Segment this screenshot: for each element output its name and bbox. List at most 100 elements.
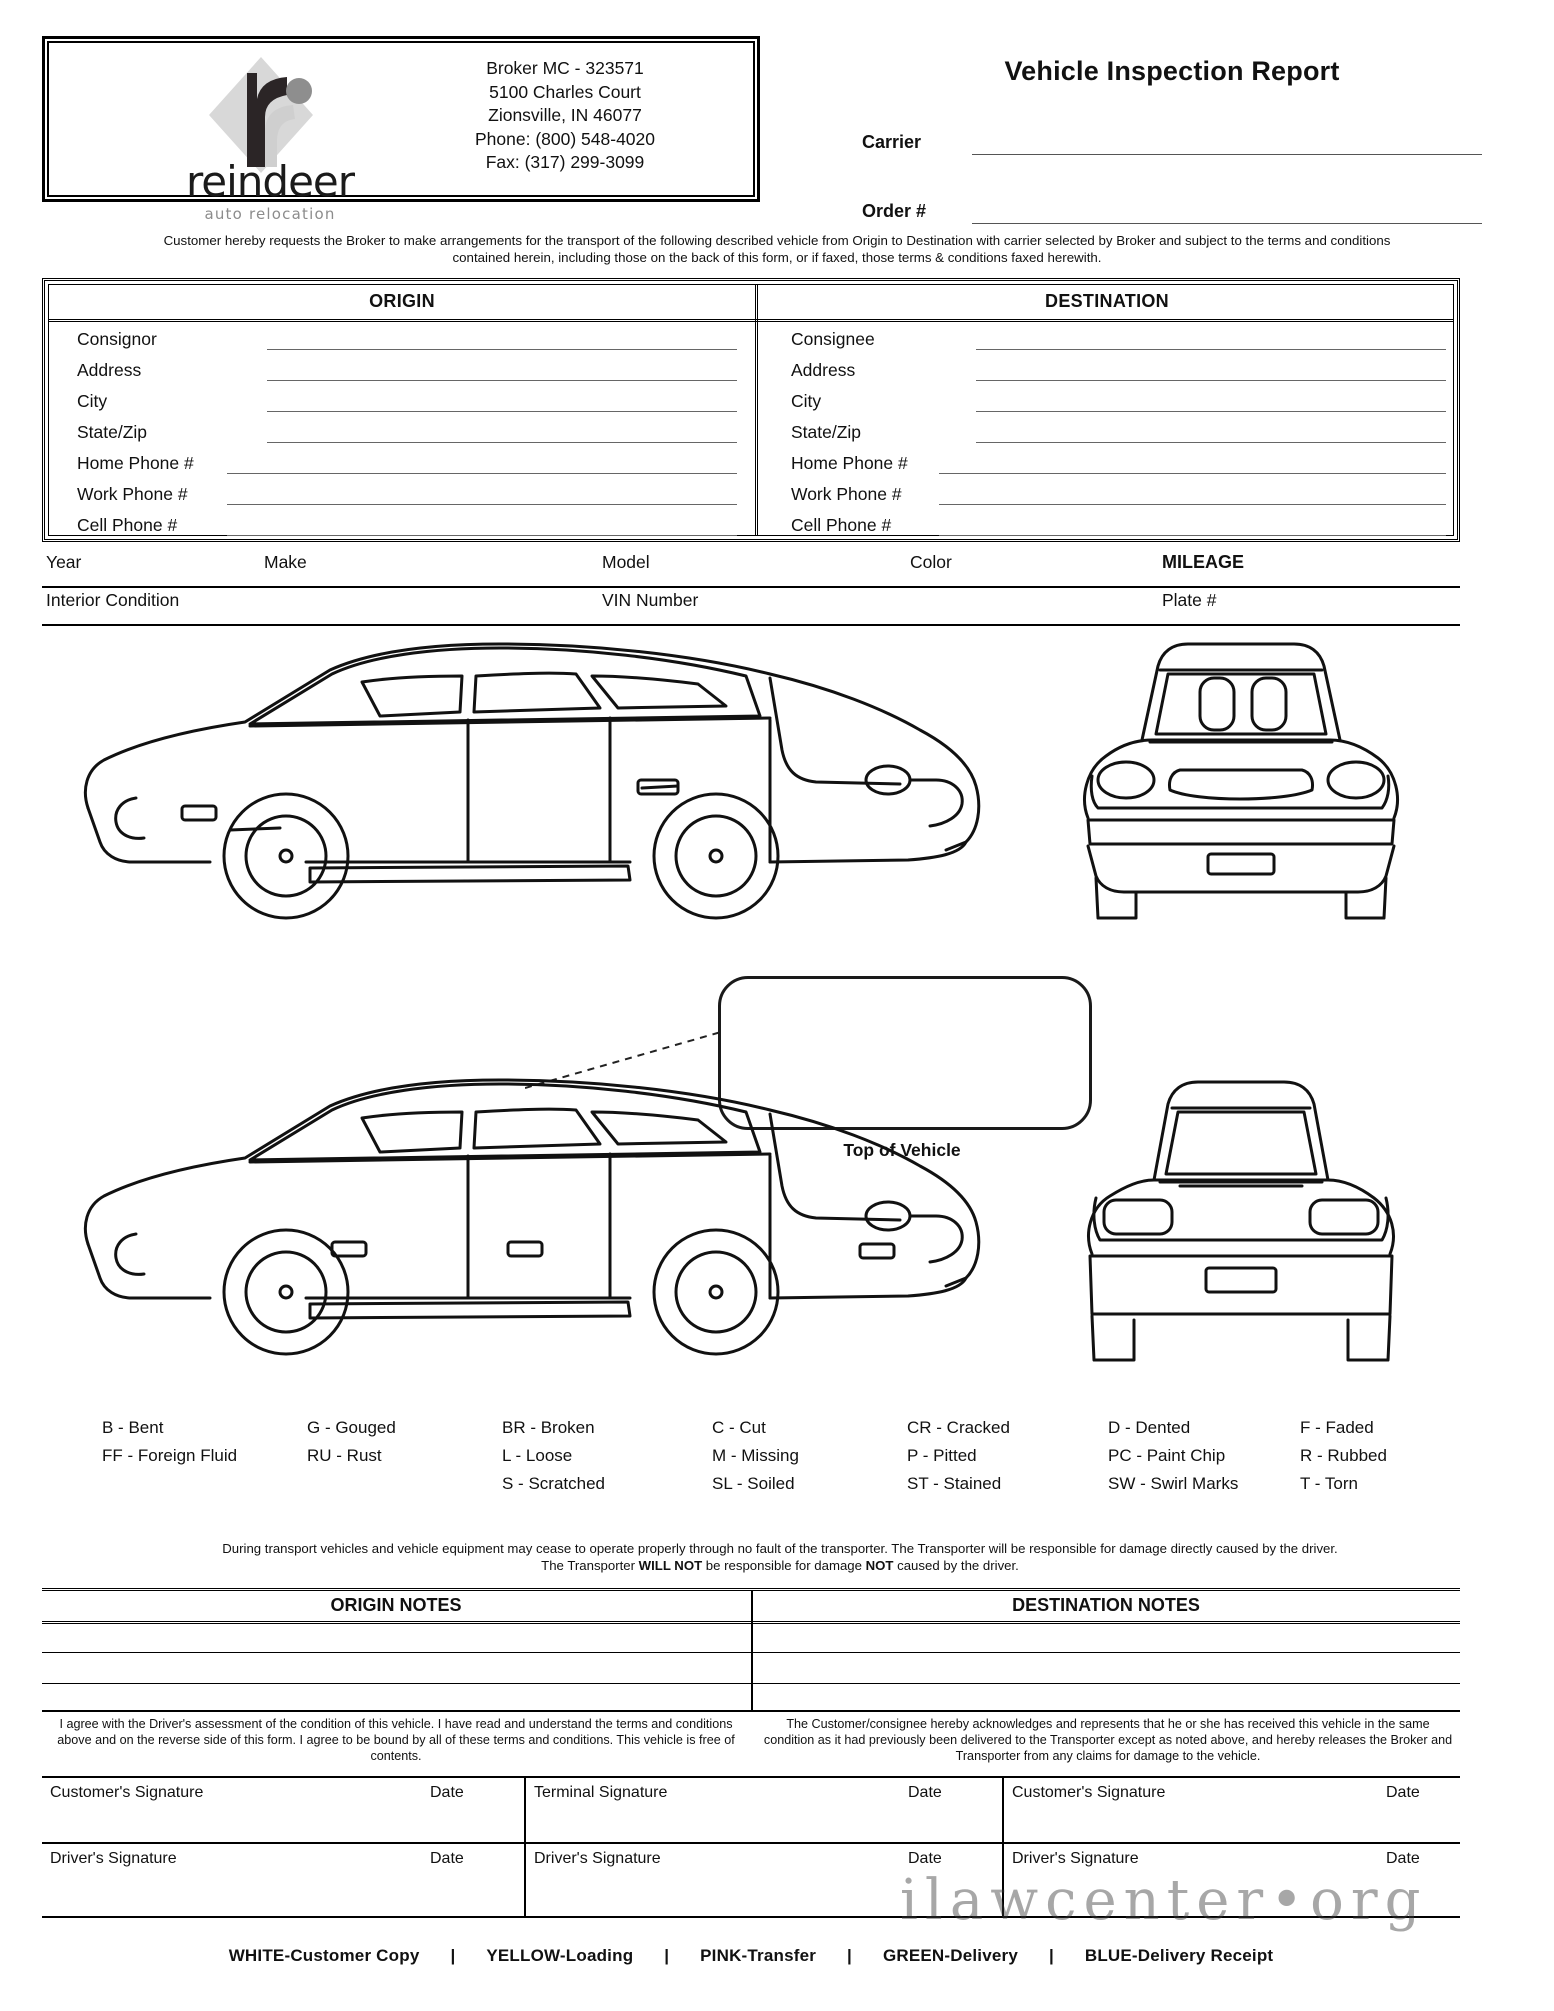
footer-separator-3: |: [847, 1946, 852, 1965]
destination-field-city[interactable]: City: [791, 391, 1447, 422]
destination-input-address[interactable]: [976, 380, 1446, 381]
disclaimer-will-not: WILL NOT: [638, 1558, 703, 1573]
vehicle-diagram-front[interactable]: [1030, 630, 1450, 930]
vehicle-diagram-passenger-side[interactable]: [70, 1060, 1020, 1370]
damage-code-rubbed: R - Rubbed: [1300, 1446, 1387, 1465]
destination-label-city: City: [791, 391, 822, 411]
carrier-input-line[interactable]: [972, 154, 1482, 155]
vehicle-diagram-driver-side[interactable]: [70, 630, 1020, 930]
transport-disclaimer: During transport vehicles and vehicle eq…: [60, 1540, 1500, 1574]
damage-code-faded: F - Faded: [1300, 1418, 1374, 1437]
origin-field-cell-phone[interactable]: Cell Phone #: [77, 515, 737, 546]
damage-code-scratched: S - Scratched: [502, 1474, 605, 1493]
destination-field-cell-phone[interactable]: Cell Phone #: [791, 515, 1447, 546]
notes-row-line-2[interactable]: [42, 1683, 1460, 1684]
origin-destination-divider: [755, 285, 758, 535]
origin-field-work-phone[interactable]: Work Phone #: [77, 484, 737, 515]
sig-label-driver-signature-3: Driver's Signature: [1012, 1850, 1139, 1867]
top-of-vehicle-label: Top of Vehicle: [843, 1140, 961, 1160]
origin-input-cell-phone[interactable]: [227, 535, 737, 536]
damage-code-rust: RU - Rust: [307, 1446, 382, 1465]
destination-label-state-zip: State/Zip: [791, 422, 862, 442]
company-logo: reindeer auto relocation: [155, 53, 385, 223]
order-number-input-line[interactable]: [972, 223, 1482, 224]
company-phone: Phone: (800) 548-4020: [475, 128, 655, 149]
destination-input-consignee[interactable]: [976, 349, 1446, 350]
destination-field-work-phone[interactable]: Work Phone #: [791, 484, 1447, 515]
vehicle-label-color: Color: [910, 552, 952, 572]
destination-field-consignee[interactable]: Consignee: [791, 329, 1447, 360]
origin-input-address[interactable]: [267, 380, 737, 381]
carrier-field[interactable]: Carrier: [862, 132, 1542, 156]
vehicle-spec-row-2[interactable]: Interior Condition VIN Number Plate #: [42, 590, 1460, 626]
vehicle-spec-row-1[interactable]: Year Make Model Color MILEAGE: [42, 552, 1460, 588]
transport-disclaimer-line-1: During transport vehicles and vehicle eq…: [222, 1541, 1338, 1556]
destination-label-work-phone: Work Phone #: [791, 484, 902, 504]
transport-disclaimer-line-2: The Transporter WILL NOT be responsible …: [60, 1557, 1500, 1574]
destination-label-consignee: Consignee: [791, 329, 875, 349]
footer-copy-yellow: YELLOW-Loading: [486, 1946, 634, 1965]
notes-row-line-1[interactable]: [42, 1652, 1460, 1653]
destination-input-home-phone[interactable]: [939, 473, 1446, 474]
damage-code-bent: B - Bent: [102, 1418, 164, 1437]
damage-code-gouged: G - Gouged: [307, 1418, 396, 1437]
copy-distribution-footer: WHITE-Customer Copy | YELLOW-Loading | P…: [42, 1946, 1460, 1966]
sig-label-customer-signature-1: Customer's Signature: [50, 1784, 204, 1801]
vehicle-label-vin: VIN Number: [602, 590, 699, 610]
damage-code-stained: ST - Stained: [907, 1474, 1002, 1493]
signature-divider-1: [524, 1776, 526, 1916]
notes-column-divider: [751, 1591, 753, 1710]
sig-label-date-3: Date: [1386, 1784, 1420, 1801]
footer-copy-blue: BLUE-Delivery Receipt: [1084, 1946, 1274, 1965]
footer-separator-1: |: [450, 1946, 456, 1965]
carrier-label: Carrier: [862, 132, 922, 152]
origin-input-state-zip[interactable]: [267, 442, 737, 443]
reindeer-diamond-logo-icon: [209, 57, 313, 173]
sig-label-date-2: Date: [908, 1784, 942, 1801]
damage-code-cracked: CR - Cracked: [907, 1418, 1010, 1437]
origin-input-consignor[interactable]: [267, 349, 737, 350]
destination-input-cell-phone[interactable]: [939, 535, 1446, 536]
destination-field-state-zip[interactable]: State/Zip: [791, 422, 1447, 453]
damage-code-pitted: P - Pitted: [907, 1446, 977, 1465]
destination-label-home-phone: Home Phone #: [791, 453, 908, 473]
destination-field-home-phone[interactable]: Home Phone #: [791, 453, 1447, 484]
disclaimer-part-a: The Transporter: [541, 1558, 639, 1573]
order-number-field[interactable]: Order #: [862, 201, 1542, 225]
destination-input-city[interactable]: [976, 411, 1446, 412]
origin-field-home-phone[interactable]: Home Phone #: [77, 453, 737, 484]
customer-agreement-right: The Customer/consignee hereby acknowledg…: [763, 1717, 1453, 1764]
destination-label-address: Address: [791, 360, 856, 380]
origin-field-state-zip[interactable]: State/Zip: [77, 422, 737, 453]
origin-label-home-phone: Home Phone #: [77, 453, 194, 473]
damage-code-swirl-marks: SW - Swirl Marks: [1108, 1474, 1239, 1493]
order-number-label: Order #: [862, 201, 927, 221]
origin-field-consignor[interactable]: Consignor: [77, 329, 737, 360]
damage-code-cut: C - Cut: [712, 1418, 766, 1437]
top-of-vehicle-box[interactable]: [718, 976, 1092, 1130]
company-city-state-zip: Zionsville, IN 46077: [488, 105, 642, 125]
company-address-block: Broker MC - 323571 5100 Charles Court Zi…: [395, 57, 735, 175]
destination-notes-heading: DESTINATION NOTES: [1012, 1595, 1200, 1615]
origin-input-work-phone[interactable]: [227, 504, 737, 505]
footer-separator-2: |: [664, 1946, 670, 1965]
destination-input-work-phone[interactable]: [939, 504, 1446, 505]
sig-label-driver-signature-2: Driver's Signature: [534, 1850, 661, 1867]
damage-code-foreign-fluid: FF - Foreign Fluid: [102, 1446, 238, 1465]
footer-copy-white: WHITE-Customer Copy: [228, 1946, 420, 1965]
customer-agreement-left: I agree with the Driver's assessment of …: [57, 1717, 735, 1764]
origin-heading: ORIGIN: [369, 291, 435, 311]
origin-input-city[interactable]: [267, 411, 737, 412]
destination-heading: DESTINATION: [1045, 291, 1169, 311]
sig-label-customer-signature-2: Customer's Signature: [1012, 1784, 1166, 1801]
destination-field-address[interactable]: Address: [791, 360, 1447, 391]
origin-field-city[interactable]: City: [77, 391, 737, 422]
origin-field-address[interactable]: Address: [77, 360, 737, 391]
origin-input-home-phone[interactable]: [227, 473, 737, 474]
vehicle-diagram-rear[interactable]: [1030, 1070, 1450, 1370]
destination-input-state-zip[interactable]: [976, 442, 1446, 443]
broker-notice-line-2: contained herein, including those on the…: [452, 250, 1102, 265]
damage-code-paint-chip: PC - Paint Chip: [1108, 1446, 1226, 1465]
page-title: Vehicle Inspection Report: [1004, 56, 1340, 86]
